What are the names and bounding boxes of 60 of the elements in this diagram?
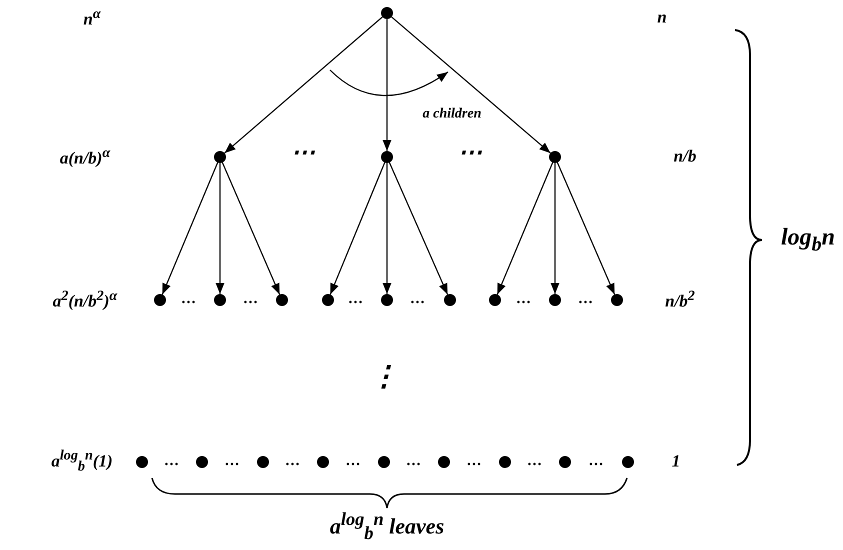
ellipsis: … [467,452,482,470]
ellipsis: … [348,290,364,308]
ellipsis: … [516,290,532,308]
arrow [330,162,386,295]
ellipsis: ⋯ [291,140,315,166]
tree-node [154,294,166,306]
level-cost: a(n/b)$^{α}$ [60,146,110,168]
ellipsis: … [406,452,422,470]
tree-node [378,456,390,468]
arrow [382,163,392,294]
ellipsis: … [286,452,300,470]
tree-node [317,456,329,468]
arrow [550,163,560,294]
arrow [224,16,383,154]
ellipsis: … [346,452,361,470]
problem-size: n/b$^{2}$ [665,288,695,312]
tree-node [438,456,450,468]
arrow-label: a children [422,106,482,122]
ellipsis: … [244,290,258,308]
tree-node [322,294,334,306]
arrow [222,162,280,295]
tree-node [444,294,456,306]
ellipsis: … [225,452,240,470]
tree-node [196,456,208,468]
problem-size: 1 [672,452,680,472]
ellipsis: … [578,290,594,308]
vertical-ellipsis: ⋮ [370,362,398,394]
tree-node [381,7,393,19]
arrow [162,162,218,295]
ellipsis: … [182,290,196,308]
ellipsis: … [528,452,542,470]
tree-node [622,456,634,468]
ellipsis: … [410,290,426,308]
tree-node [136,456,148,468]
ellipsis: … [164,452,180,470]
arrow [382,19,392,151]
problem-size: n [657,8,667,28]
tree-node [549,294,561,306]
level-cost: n$^{α}$ [83,6,101,30]
ellipsis: … [589,452,604,470]
tree-node [499,456,511,468]
level-cost: a$^{2}$(n/b$^{2}$)$^{α}$ [52,288,118,312]
height-label: log$_{b}$n [780,224,836,256]
problem-size: n/b [674,148,696,166]
arrow [391,16,551,154]
tree-node [276,294,288,306]
tree-node [559,456,571,468]
arrow [388,162,448,295]
tree-node [381,151,393,163]
tree-node [489,294,501,306]
tree-node [381,294,393,306]
arrow [496,162,554,295]
arrow [216,163,224,294]
arrow [556,162,616,295]
ellipsis: ⋯ [458,140,482,166]
tree-node [611,294,623,306]
tree-node [214,294,226,306]
tree-node [214,151,226,163]
tree-node [549,151,561,163]
tree-node [257,456,269,468]
